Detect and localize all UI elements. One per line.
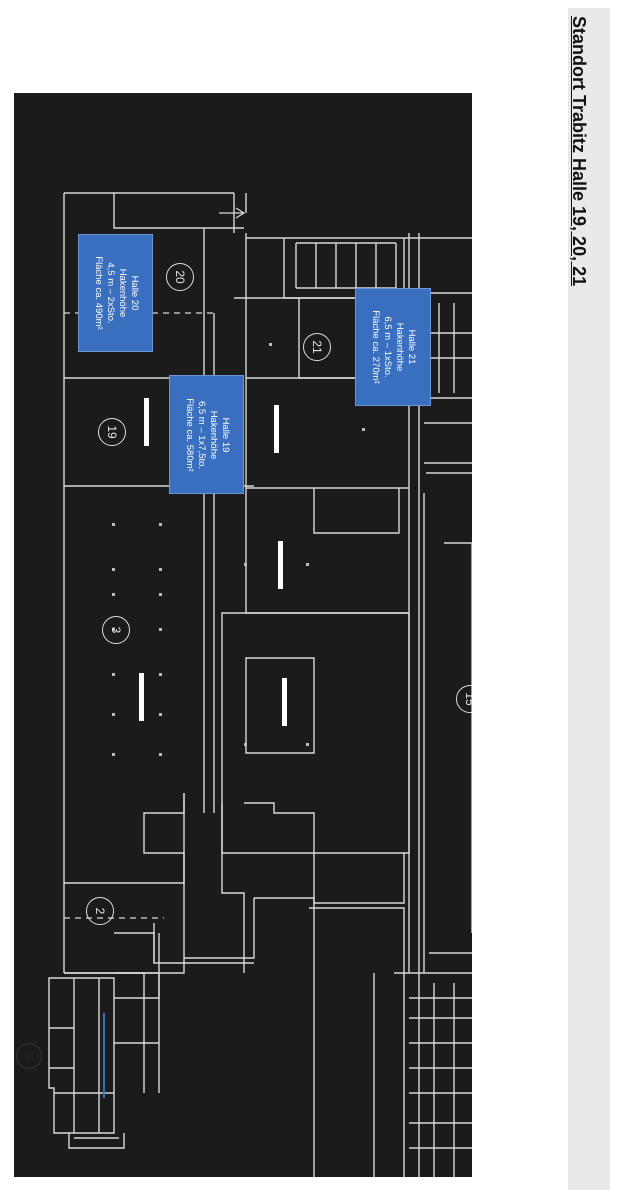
hall-15-marker: 15 (456, 685, 472, 713)
hall-20-marker: 20 (166, 263, 194, 291)
floor-plan: Halle 20 Hakenhöhe 4,5 m – 2xSto. Fläche… (14, 93, 472, 1177)
hall-19-label: Halle 19 Hakenhöhe 6,5 m – 1x7,5to. Fläc… (169, 375, 244, 494)
hall-3-marker: 3 (102, 616, 130, 644)
hall-2-marker: 2 (86, 897, 114, 925)
hall-21-marker: 21 (303, 333, 331, 361)
hall-19-marker: 19 (98, 418, 126, 446)
crane-rail (144, 398, 149, 446)
crane-rail (282, 678, 287, 726)
crane-rail (274, 405, 279, 453)
crane-rail (139, 673, 144, 721)
title-strip (568, 8, 610, 1190)
crane-rail (278, 541, 283, 589)
hall-20-label: Halle 20 Hakenhöhe 4,5 m – 2xSto. Fläche… (78, 234, 153, 352)
page-title: Standort Trabitz Halle 19, 20, 21 (569, 16, 589, 287)
hall-21-label: Halle 21 Hakenhöhe 6,5 m – 1xSto. Fläche… (355, 288, 431, 406)
hall-5-marker: 5 (16, 1043, 42, 1069)
